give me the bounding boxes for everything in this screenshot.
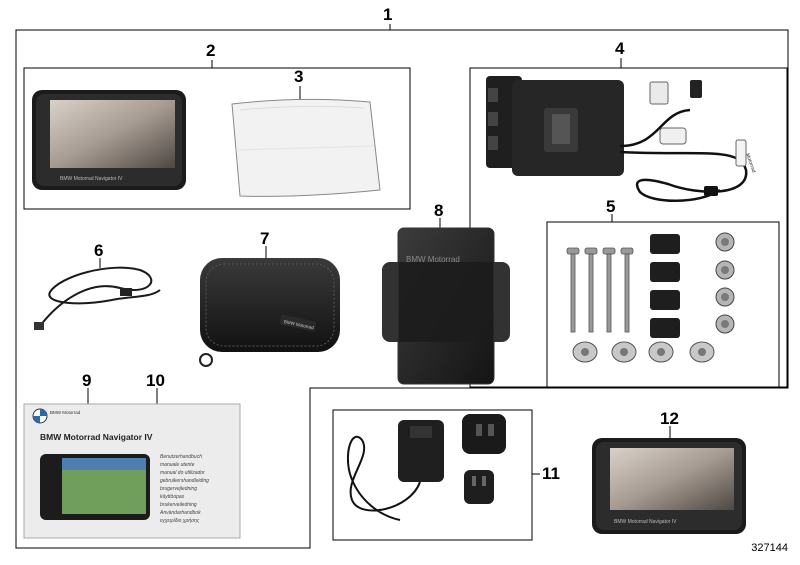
group-box-2 — [23, 67, 411, 210]
leader-lines — [87, 24, 671, 475]
manual-language-item: manual do utilizador — [160, 470, 205, 476]
holster-brand-label: BMW Motorrad — [406, 255, 460, 264]
callout-2: 2 — [206, 41, 216, 60]
user-manual: BMW Motorrad BMW Motorrad Navigator IV B… — [23, 403, 241, 539]
navigator-device-2: BMW Motorrad Navigator IV — [592, 438, 746, 534]
navigator-bezel-label: BMW Motorrad Navigator IV — [60, 176, 123, 182]
callout-6: 6 — [94, 241, 104, 260]
callout-7: 7 — [260, 229, 270, 248]
manual-title: BMW Motorrad Navigator IV — [40, 432, 153, 442]
callout-1: 1 — [383, 5, 393, 24]
manual-languages: Benutzerhandbuch manuale utente manual d… — [159, 454, 209, 524]
screen-protector — [231, 98, 381, 197]
frame-lines — [15, 29, 789, 549]
navigator-device: BMW Motorrad Navigator IV — [32, 90, 186, 190]
manual-language-item: brukerveiledning — [160, 502, 197, 508]
manual-brand-small: BMW Motorrad — [50, 410, 81, 415]
manual-language-item: εγχειρίδιο χρήσης — [160, 517, 200, 524]
callout-4: 4 — [615, 39, 625, 58]
manual-language-item: Benutzerhandbuch — [160, 454, 202, 460]
usb-cable — [34, 266, 161, 330]
outer-frame-1 — [15, 29, 789, 549]
holster: BMW Motorrad — [382, 227, 510, 385]
manual-language-item: gebruikershandleiding — [160, 478, 209, 484]
callout-8: 8 — [434, 201, 444, 220]
callout-3: 3 — [294, 67, 304, 86]
hardware-set — [566, 232, 735, 363]
manual-language-item: brugervejledning — [160, 486, 197, 492]
navigator-bezel-label-2: BMW Motorrad Navigator IV — [614, 519, 677, 525]
group-box-11 — [332, 409, 533, 541]
callout-10: 10 — [146, 371, 165, 390]
manual-language-item: manuale utente — [160, 462, 195, 468]
callout-9: 9 — [82, 371, 92, 390]
callout-5: 5 — [606, 197, 616, 216]
power-adapter-kit — [346, 414, 506, 521]
manual-language-item: Användarhandbok — [159, 510, 201, 516]
callout-12: 12 — [660, 409, 679, 428]
manual-language-item: käyttöopas — [160, 494, 185, 500]
callout-11: 11 — [542, 464, 560, 483]
group-box-5 — [546, 221, 780, 388]
case-tag-label: BMW Motorrad — [283, 319, 314, 330]
carrying-case: BMW Motorrad — [199, 258, 340, 367]
mounting-cradle: Motorrad — [486, 76, 757, 202]
reference-id: 327144 — [751, 542, 788, 554]
